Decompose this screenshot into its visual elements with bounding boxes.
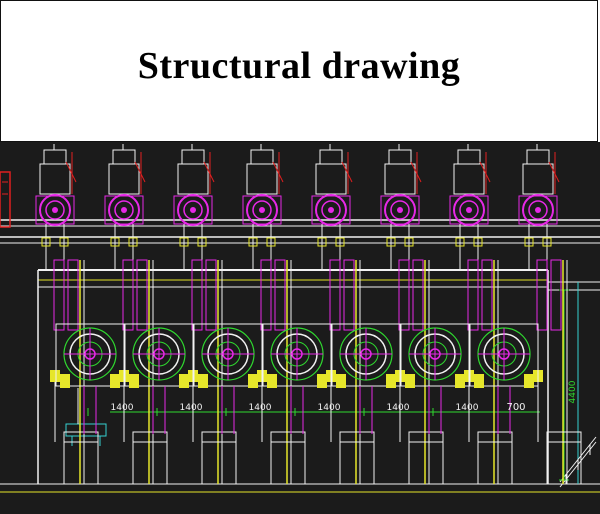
roll-5 xyxy=(331,323,401,434)
spacing-label-4: 1400 xyxy=(318,403,341,413)
spacing-label-3: 1400 xyxy=(249,403,272,413)
motor-3 xyxy=(173,194,213,226)
stand-4 xyxy=(242,144,306,484)
motor-2 xyxy=(104,194,144,226)
roll-1 xyxy=(55,323,125,434)
motor-6 xyxy=(380,194,420,226)
spacing-label-5: 1400 xyxy=(387,403,410,413)
stand-1 xyxy=(35,144,99,484)
roll-2 xyxy=(124,323,194,434)
title-panel: Structural drawing xyxy=(0,0,598,142)
dimension-labels: 4400 700 1400 1400 1400 1400 1400 1400 xyxy=(87,380,578,416)
stand-6 xyxy=(380,144,444,484)
roll-4 xyxy=(262,323,332,434)
spacing-label-6: 1400 xyxy=(456,403,479,413)
stand-8 xyxy=(518,144,582,484)
motor-4 xyxy=(242,194,282,226)
roll-7 xyxy=(469,323,539,434)
stand-2 xyxy=(104,144,168,484)
motor-8 xyxy=(518,194,558,226)
roll-6 xyxy=(400,323,470,434)
stand-5 xyxy=(311,144,375,484)
last-span-label: 700 xyxy=(506,402,525,413)
motor-5 xyxy=(311,194,351,226)
spacing-label-1: 1400 xyxy=(111,403,134,413)
roll-3 xyxy=(193,323,263,434)
drawing-title: Structural drawing xyxy=(137,45,461,87)
structural-drawing-canvas: 4400 700 1400 1400 1400 1400 1400 1400 xyxy=(0,144,600,493)
cad-drawing-area: 4400 700 1400 1400 1400 1400 1400 1400 xyxy=(0,142,600,514)
stand-3 xyxy=(173,144,237,484)
motor-1 xyxy=(35,194,75,226)
spacing-label-2: 1400 xyxy=(180,403,203,413)
motor-7 xyxy=(449,194,489,226)
stand-7 xyxy=(449,144,513,484)
height-dimension-label: 4400 xyxy=(568,380,578,403)
stand-group xyxy=(35,144,582,484)
roll-group xyxy=(55,323,539,434)
